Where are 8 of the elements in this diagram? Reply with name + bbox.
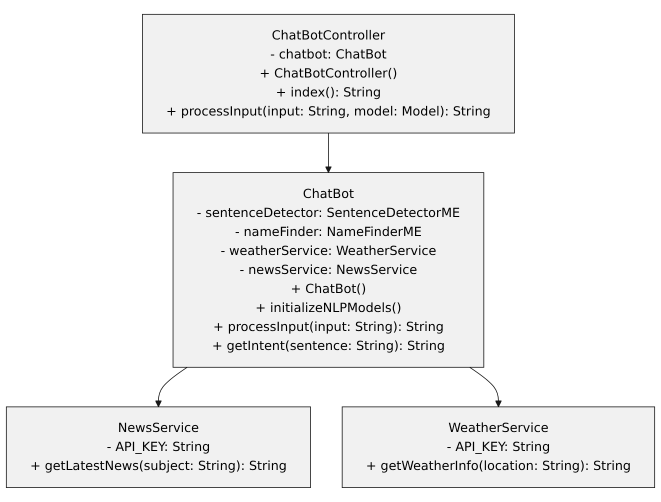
arrow — [469, 366, 502, 408]
class-diagram: ChatBotController - chatbot: ChatBot + ChatBotController() + index(): String + processInput(input: String, model: Model): String ChatBot - sentenceDetector: SentenceDetectorME - nameFinder: NameFinderME - weatherService: WeatherService - newsService: NewsService + ChatBot() + initializeNLPModels() + processInput(input: String): String + getIntent(sentence: String): String NewsService - API_KEY: String + getLatestNews(subject: String): String WeatherService - API_KEY: String + getWeatherInfo(location: String): String — [0, 8, 661, 494]
node-box — [172, 172, 484, 368]
node-box — [142, 14, 515, 134]
node-box — [6, 406, 311, 488]
node-box — [342, 406, 656, 488]
arrow — [154, 366, 188, 408]
arrow — [324, 132, 332, 173]
